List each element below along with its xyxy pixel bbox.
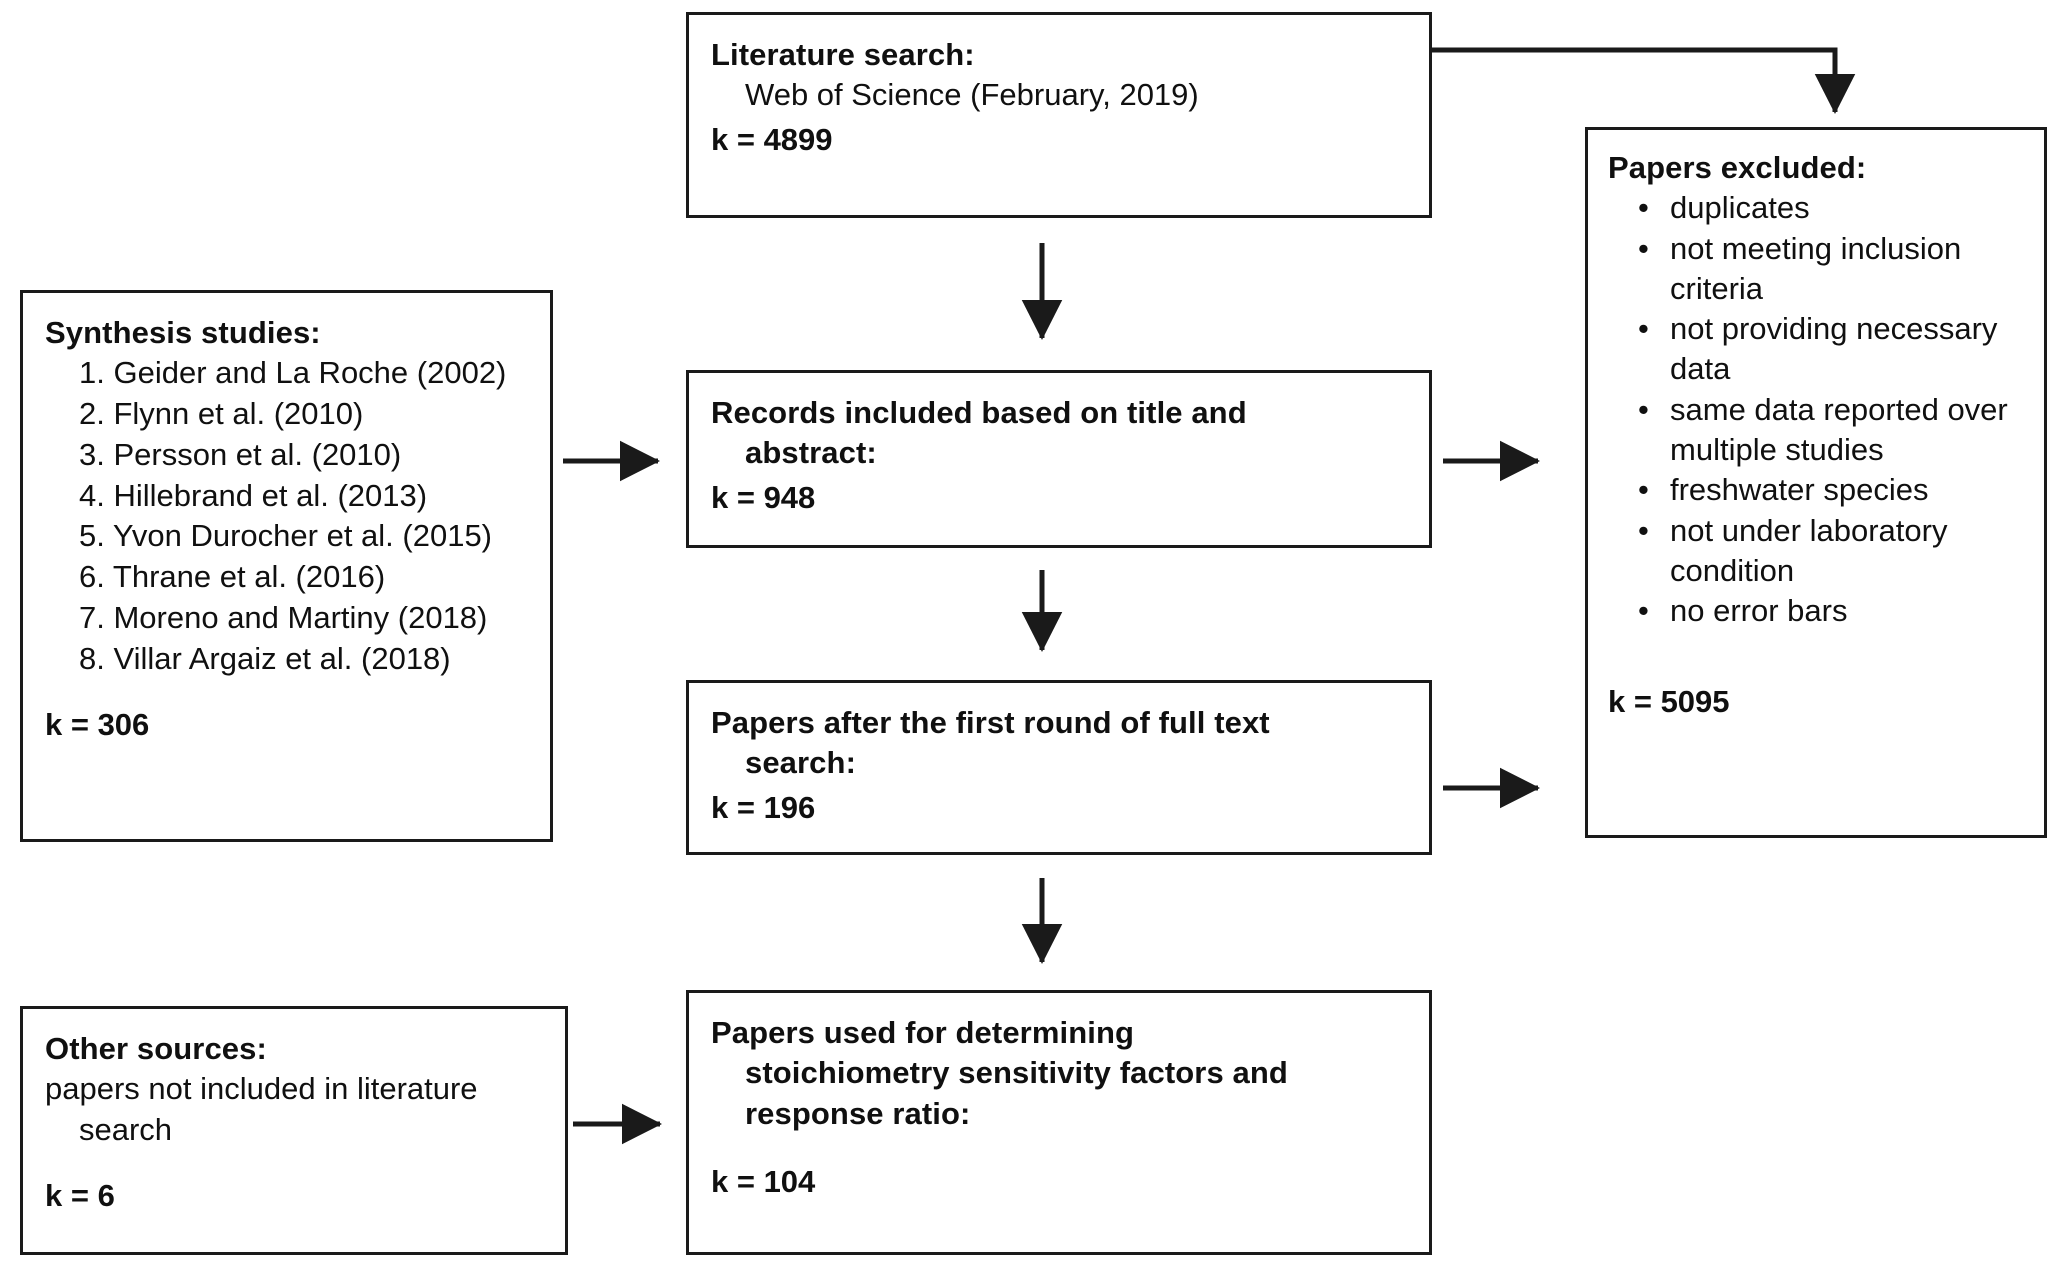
list-item: 5. Yvon Durocher et al. (2015)	[79, 518, 493, 554]
list-item: 8. Villar Argaiz et al. (2018)	[79, 640, 451, 676]
synthesis-studies-title: Synthesis studies:	[45, 315, 321, 350]
final-papers-count: k = 104	[711, 1163, 816, 1199]
list-item: •duplicates	[1638, 188, 2028, 228]
other-sources-detail: papers not included in literature search	[45, 1071, 478, 1147]
papers-excluded-count: k = 5095	[1608, 683, 1730, 719]
literature-search-count: k = 4899	[711, 121, 833, 157]
node-papers-after-first-round: Papers after the first round of full tex…	[686, 680, 1432, 855]
records-included-title: Records included based on title and abst…	[711, 395, 1247, 471]
list-item: •no error bars	[1638, 591, 2028, 631]
bullet-icon: •	[1638, 311, 1649, 347]
first-round-count: k = 196	[711, 789, 816, 825]
spacer	[45, 679, 528, 705]
synthesis-studies-count: k = 306	[45, 707, 150, 743]
bullet-icon: •	[1638, 472, 1649, 508]
connector-literature-to-excluded	[1432, 47, 1856, 115]
list-item: •not meeting inclusion criteria	[1638, 230, 1962, 306]
final-papers-title: Papers used for determining stoichiometr…	[711, 1015, 1288, 1131]
bullet-icon: •	[1638, 593, 1649, 629]
bullet-icon: •	[1638, 190, 1649, 226]
bullet-icon: •	[1638, 512, 1649, 548]
records-included-count: k = 948	[711, 479, 816, 515]
papers-excluded-list: •duplicates •not meeting inclusion crite…	[1608, 188, 2028, 631]
other-sources-title: Other sources:	[45, 1031, 267, 1066]
list-item: •freshwater species	[1638, 470, 2028, 510]
list-item: 4. Hillebrand et al. (2013)	[79, 477, 428, 513]
node-synthesis-studies: Synthesis studies: 1. Geider and La Roch…	[20, 290, 553, 842]
node-papers-used-final: Papers used for determining stoichiometr…	[686, 990, 1432, 1255]
papers-excluded-title: Papers excluded:	[1608, 150, 1867, 185]
list-item: •not under laboratory condition	[1638, 512, 1948, 588]
list-item: 7. Moreno and Martiny (2018)	[79, 599, 488, 635]
other-sources-count: k = 6	[45, 1177, 115, 1213]
first-round-title: Papers after the first round of full tex…	[711, 705, 1270, 781]
literature-search-detail: Web of Science (February, 2019)	[745, 77, 1199, 113]
bullet-icon: •	[1638, 391, 1649, 427]
node-records-included: Records included based on title and abst…	[686, 370, 1432, 548]
list-item: •not providing necessary data	[1638, 311, 1998, 387]
list-item: 1. Geider and La Roche (2002)	[79, 355, 507, 391]
node-papers-excluded: Papers excluded: •duplicates •not meetin…	[1585, 127, 2047, 838]
literature-search-title: Literature search:	[711, 37, 975, 72]
bullet-icon: •	[1638, 230, 1649, 266]
node-literature-search: Literature search: Web of Science (Febru…	[686, 12, 1432, 218]
node-other-sources: Other sources: papers not included in li…	[20, 1006, 568, 1255]
list-item: •same data reported over multiple studie…	[1638, 391, 2008, 468]
list-item: 6. Thrane et al. (2016)	[79, 559, 386, 595]
list-item: 2. Flynn et al. (2010)	[79, 396, 364, 432]
list-item: 3. Persson et al. (2010)	[79, 436, 402, 472]
synthesis-studies-list: 1. Geider and La Roche (2002) 2. Flynn e…	[45, 353, 528, 679]
